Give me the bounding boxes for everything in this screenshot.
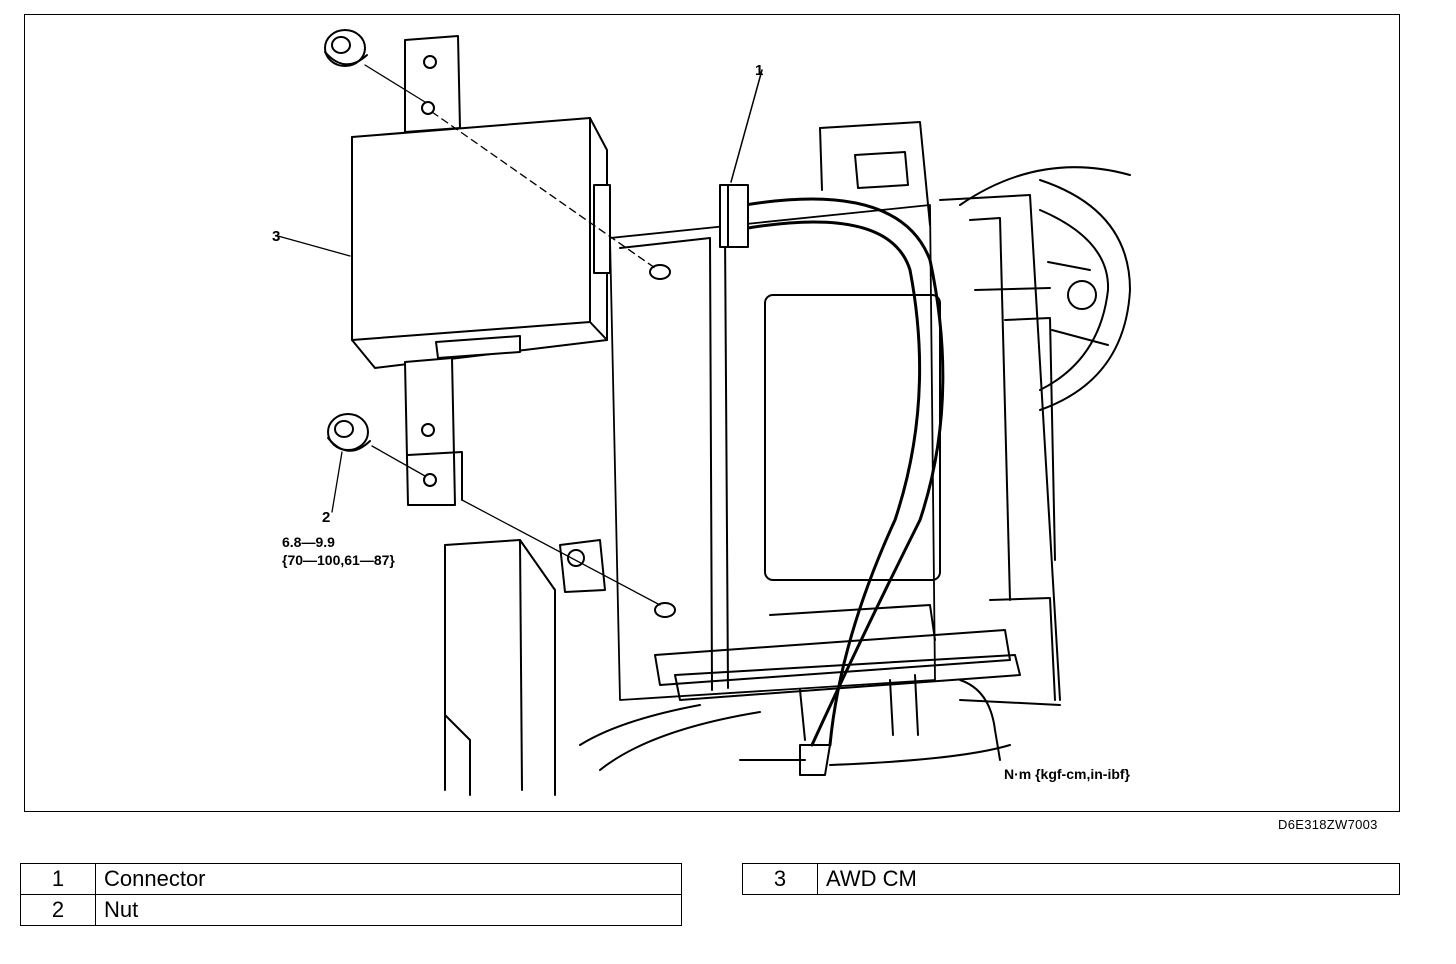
drawing-id: D6E318ZW7003 xyxy=(1278,817,1378,832)
legend-part-name: Connector xyxy=(95,863,682,895)
nut-lower xyxy=(327,413,371,452)
callout-connector: 1 xyxy=(755,62,764,79)
torque-value-alt-units: {70—100,61—87} xyxy=(282,552,395,568)
parts-legend-right: 3 AWD CM xyxy=(742,863,1400,895)
torque-value-nm: 6.8—9.9 xyxy=(282,534,335,550)
legend-row: 1 Connector xyxy=(20,863,682,895)
parts-legend-left: 1 Connector 2 Nut xyxy=(20,863,682,926)
wire-harness xyxy=(739,197,1011,776)
awd-control-module xyxy=(351,35,611,506)
torque-unit-note: N·m {kgf-cm,in-ibf} xyxy=(1004,766,1130,782)
legend-part-name: AWD CM xyxy=(817,863,1400,895)
legend-number: 3 xyxy=(742,863,818,895)
diagram-frame xyxy=(24,14,1400,812)
legend-row: 3 AWD CM xyxy=(742,863,1400,895)
callout-awd-cm: 3 xyxy=(272,228,281,245)
legend-number: 2 xyxy=(20,894,96,926)
legend-number: 1 xyxy=(20,863,96,895)
connector-plug xyxy=(719,69,763,248)
nut-upper xyxy=(324,29,368,67)
body-panel xyxy=(444,121,1131,796)
legend-row: 2 Nut xyxy=(20,894,682,926)
callout-nut: 2 xyxy=(322,509,331,526)
legend-part-name: Nut xyxy=(95,894,682,926)
